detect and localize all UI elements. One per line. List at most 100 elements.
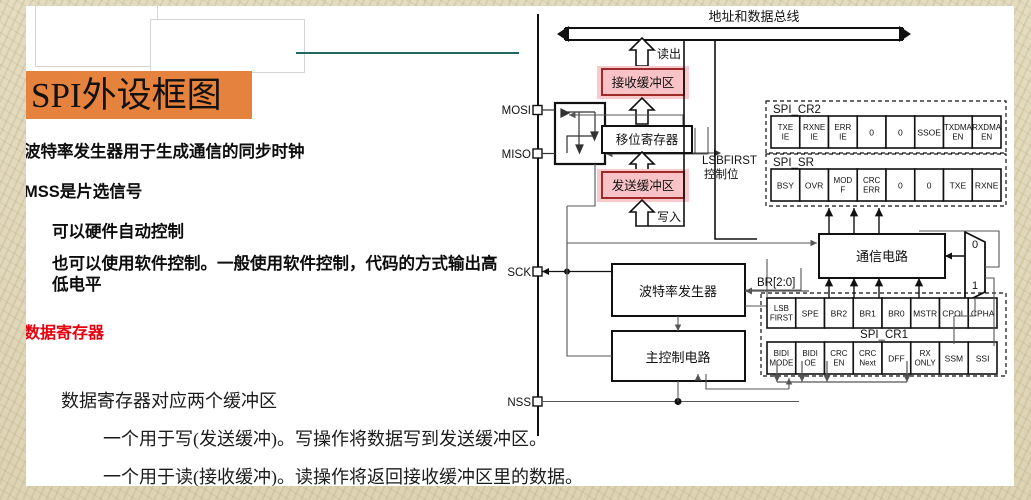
register-bit-cell: [856, 168, 887, 202]
register-bit-label: SPE: [802, 309, 819, 319]
register-bit-label: DFF: [888, 354, 905, 364]
main-control-block: [611, 330, 746, 382]
cr1-right-routing: [919, 230, 1000, 346]
spi-cr1-title: SPI_CR1: [860, 329, 908, 341]
spi-cr1-group: [760, 292, 1007, 377]
register-bit-label: 0: [869, 128, 874, 138]
register-bit-label: BR0: [888, 309, 905, 319]
register-bit-label: RXNE: [975, 181, 999, 191]
register-bit-cell: [942, 168, 974, 202]
register-bit-cell: [971, 168, 1002, 202]
rx-buffer-block: [601, 68, 685, 96]
body-line-3: 一个用于读(接收缓冲)。读操作将返回接收缓冲区里的数据。: [103, 467, 583, 486]
pin-square-miso: [532, 148, 543, 159]
control-routing-wires: [566, 164, 817, 390]
decorative-box-2: [150, 19, 305, 73]
mux-input-0-label: 0: [972, 239, 978, 251]
spi-sr-group: [765, 153, 1007, 207]
register-bit-cell: [856, 115, 887, 149]
register-bit-cell: [794, 297, 826, 329]
spi-block-diagram: 地址和数据总线 读出 接收缓冲区: [499, 6, 1014, 486]
pin-square-mosi: [532, 104, 543, 116]
bullet-line-1: 波特率发生器用于生成通信的同步时钟: [26, 143, 305, 161]
register-bit-cell: [770, 168, 801, 202]
register-bit-cell: [770, 115, 801, 149]
rx-buffer-label: 接收缓冲区: [612, 75, 675, 90]
body-line-2: 一个用于写(发送缓冲)。写操作将数据写到发送缓冲区。: [103, 429, 547, 449]
read-label: 读出: [657, 47, 681, 61]
tx-buffer-label: 发送缓冲区: [612, 178, 675, 193]
bus-drop-wires: [648, 40, 757, 240]
bullet-line-2: MSS是片选信号: [26, 183, 143, 201]
read-arrow: [628, 36, 656, 67]
pin-label-sck: SCK: [507, 267, 531, 279]
write-arrow: [628, 198, 656, 227]
register-bit-label: 0: [898, 128, 903, 138]
shift-register-block: [601, 125, 693, 154]
pin-square-sck: [532, 266, 543, 277]
register-bit-cell: [913, 115, 945, 149]
decorative-box-1: [35, 6, 158, 67]
register-bit-cell: [942, 115, 974, 149]
register-bit-cell: [909, 341, 941, 375]
register-bit-label: BR1: [859, 309, 876, 319]
page-title-banner: SPI外设框图: [26, 71, 252, 119]
register-bit-label: MSTR: [913, 309, 937, 319]
page-title: SPI外设框图: [31, 75, 222, 115]
main-control-label: 主控制电路: [645, 350, 710, 365]
spi-cr2-group: [765, 100, 1007, 154]
register-bit-label: BSY: [777, 181, 794, 191]
multiplexer: [964, 230, 986, 304]
write-label: 写入: [657, 210, 681, 224]
register-bit-label: OVR: [805, 181, 823, 191]
register-bit-label: BR2: [831, 309, 848, 319]
decorative-teal-rule: [296, 52, 519, 54]
pin-label-mosi: MOSI: [502, 105, 531, 117]
register-bit-label: CPOL: [942, 309, 965, 319]
register-bit-cell: [971, 115, 1002, 149]
lsbfirst-sublabel: 控制位: [704, 167, 739, 181]
cr1-row2-down-arrows: [773, 361, 911, 383]
spi-sr-title: SPI_SR: [773, 157, 814, 169]
comm-circuit-block: [818, 233, 946, 279]
rx-buffer-up-arrow: [628, 96, 656, 125]
register-bit-label: SSM: [945, 354, 963, 364]
lsbfirst-label: LSBFIRST: [702, 155, 757, 167]
register-bit-label: CPHA: [971, 309, 995, 319]
register-bit-cell: [967, 341, 998, 375]
register-bit-cell: [913, 168, 945, 202]
cr1-row1-up-arrows: [824, 278, 924, 298]
register-bit-cell: [885, 168, 916, 202]
register-bit-label: SSOE: [917, 128, 941, 138]
register-bit-label: TXE: [950, 181, 967, 191]
section-heading-data-register: 数据寄存器: [26, 325, 105, 342]
tx-buffer-block: [601, 171, 685, 199]
register-bit-cell: [852, 341, 883, 375]
bullet-line-4: 也可以使用软件控制。一般使用软件控制，代码的方式输出高低电平: [52, 255, 498, 294]
bus-label: 地址和数据总线: [708, 9, 799, 24]
register-bit-cell: [798, 168, 830, 202]
mux-input-1-label: 1: [972, 280, 978, 292]
register-bit-cell: [794, 341, 826, 375]
spi-cr2-title: SPI_CR2: [773, 104, 821, 116]
register-bit-cell: [766, 297, 797, 329]
register-bit-label: SSI: [976, 354, 990, 364]
register-bit-label: 0: [898, 181, 903, 191]
register-bit-cell: [909, 297, 941, 329]
